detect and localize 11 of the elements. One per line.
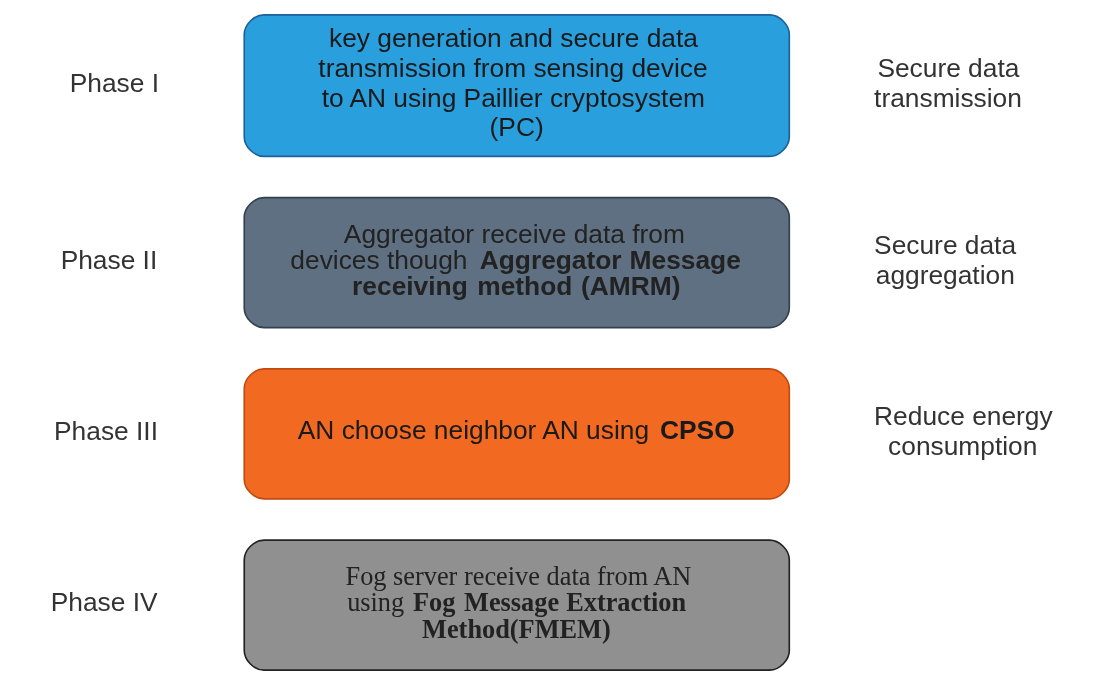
node-box: Aggregator receive data from devices though Aggregator Message receiving method (AMRM) xyxy=(242,196,790,329)
node-box: Fog server receive data from AN using Fog Message Extraction Method(FMEM) xyxy=(242,539,790,671)
node-label: Phase I xyxy=(69,67,159,98)
node-label: Reduce energy consumption xyxy=(873,401,1053,461)
node-label: Phase II xyxy=(60,244,157,275)
node-label: Secure data transmission xyxy=(873,53,1022,113)
node-box: key generation and secure data transmission from sensing device to AN using Paillier cryptosystem (PC) xyxy=(242,14,790,158)
node-label: Phase III xyxy=(53,416,158,447)
node-label: Secure data aggregation xyxy=(873,230,1016,290)
node-box: AN choose neighbor AN using CPSO xyxy=(242,368,790,500)
node-label: Phase IV xyxy=(50,587,158,618)
